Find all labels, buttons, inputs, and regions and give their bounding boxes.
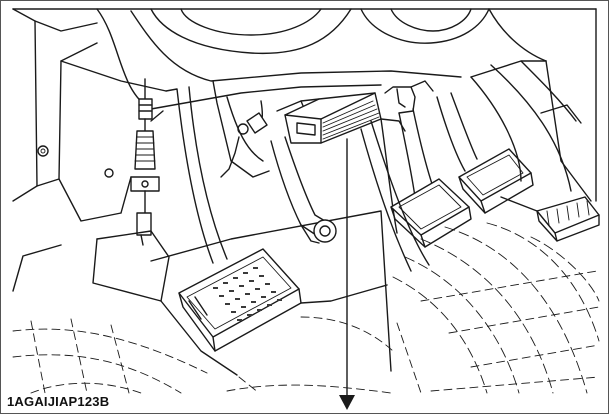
brake-pedal-right xyxy=(390,178,472,248)
floor-under-pedal xyxy=(150,210,392,376)
down-arrow-icon xyxy=(339,138,355,410)
pedal-bracket xyxy=(380,80,434,132)
left-kick-panel xyxy=(12,8,167,292)
right-pedal-arms xyxy=(380,92,478,234)
pedal-pad-grip xyxy=(213,267,282,321)
dlc-connector-icon xyxy=(284,92,382,144)
clutch-pedal-arm xyxy=(270,136,337,244)
dashboard-underside xyxy=(12,8,597,202)
center-column xyxy=(212,80,312,178)
brake-pedal-arm xyxy=(92,86,228,302)
brake-pedal-pad xyxy=(178,248,302,352)
right-side-panel xyxy=(360,60,582,272)
figure-caption: 1AGAIJIAP123B xyxy=(7,394,110,409)
floor-carpet xyxy=(12,222,600,394)
throttle-cable xyxy=(120,78,160,246)
footrest xyxy=(500,196,600,242)
clutch-pedal-right xyxy=(458,148,534,214)
